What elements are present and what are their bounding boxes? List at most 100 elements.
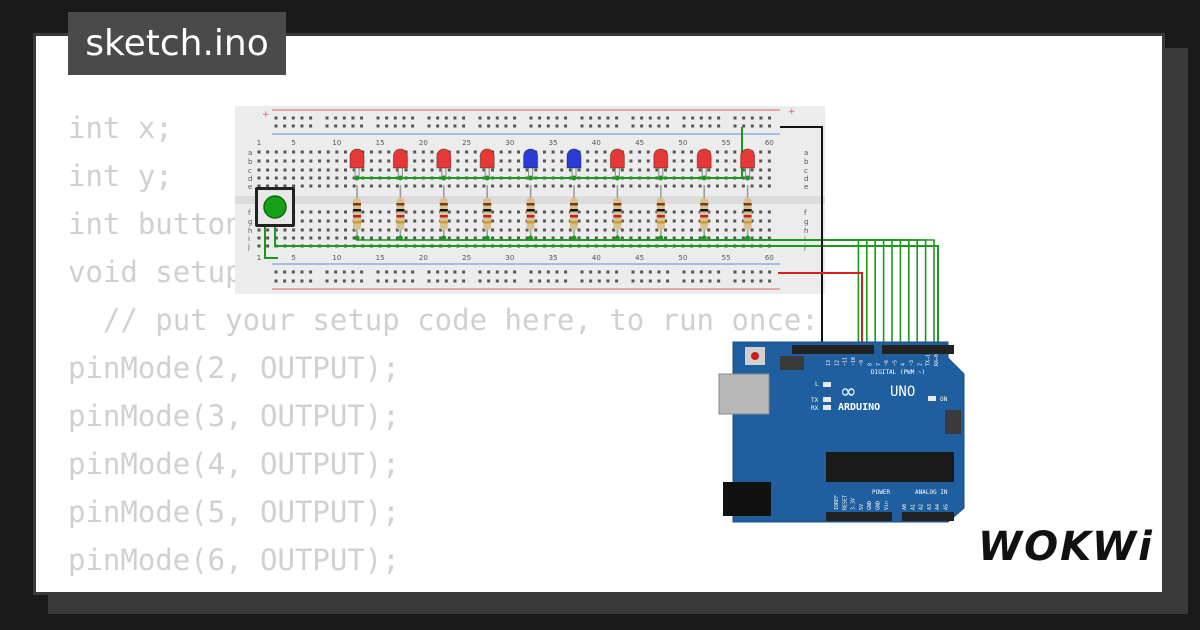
blue-led [566,148,582,169]
row-letter: f [248,209,251,217]
arduino-logo-icon: ∞ [840,379,857,403]
gnd-wire [780,126,823,348]
digital-pin-label: 12 [834,360,840,366]
row-letter: e [804,183,808,191]
power-pin-label: 5V [859,504,865,510]
column-number: 60 [765,254,774,262]
resistor [656,198,665,230]
digital-pin-label: 4 [901,363,907,366]
digital-pin-label: 13 [826,360,832,366]
resistor [353,198,361,230]
column-number: 10 [332,254,341,262]
row-letter: e [248,183,252,191]
row-letter: h [248,227,252,235]
button-wire [274,210,939,348]
pushbutton[interactable] [255,187,295,227]
red-led [392,148,408,169]
column-number: 20 [419,139,428,147]
button-ground-wire [264,222,278,259]
reset-button-cap[interactable] [751,352,759,360]
column-number: 35 [549,139,558,147]
blue-led [523,148,539,169]
row-letter: c [248,167,252,175]
resistor [439,198,448,230]
l-led [823,382,831,387]
column-number: 45 [635,139,644,147]
rail-plus-label: + [262,110,270,120]
components [349,148,756,241]
resistor [570,198,578,230]
resistor [613,198,622,230]
sketch-title: sketch.ino [68,12,286,75]
resistor [743,198,752,230]
red-led [349,148,365,169]
power-pin-label: RESET [842,495,848,510]
analog-pin-label: A1 [910,504,916,510]
row-letter: i [248,235,250,243]
digital-label: DIGITAL (PWM ~) [871,369,925,376]
red-led [479,148,495,169]
column-number: 15 [376,254,385,262]
l-label: L [815,381,819,388]
code-line: // put your setup code here, to run once… [68,303,819,337]
column-number: 50 [678,139,687,147]
red-led [740,148,756,169]
column-number: 1 [257,254,261,262]
rx-led [823,405,831,410]
digital-pin-label: ~9 [859,360,865,366]
row-letter: f [804,209,807,217]
column-number: 25 [462,139,471,147]
row-letter: h [804,227,808,235]
on-label: ON [940,396,948,403]
column-number: 50 [678,254,687,262]
digital-pin-label: RX←0 [934,354,940,366]
column-number: 25 [462,254,471,262]
column-number: 30 [505,254,514,262]
header-digital-right [882,345,954,354]
resistor [526,198,535,230]
column-number: 5 [291,254,295,262]
analog-pin-label: A3 [927,504,933,510]
code-line: pinMode(4, OUTPUT); [68,447,400,481]
row-letter: b [804,158,809,166]
power-pin-label: GND [876,501,882,510]
digital-pin-label: ~5 [892,360,898,366]
row-letter: d [248,175,252,183]
resistor [700,198,709,230]
row-letter: c [804,167,808,175]
column-number: 30 [505,139,514,147]
analog-pin-label: A5 [944,504,950,510]
red-led [696,148,712,169]
column-number: 45 [635,254,644,262]
digital-pin-label: 2 [917,363,923,366]
resistor [396,198,405,230]
code-line: int x; [68,111,173,145]
wokwi-logo[interactable]: WOKWi [978,524,1154,570]
digital-pin-label: TX→1 [926,354,932,366]
icsp-header [945,410,961,434]
rx-label: RX [811,405,819,412]
power-jack [723,482,771,516]
red-led [436,148,452,169]
column-number: 35 [549,254,558,262]
power-pin-label: IOREF [834,495,840,510]
on-led [928,396,936,401]
analog-pin-label: A0 [902,504,908,510]
analog-pin-label: A2 [919,504,925,510]
code-line: int y; [68,159,173,193]
row-letter: a [804,149,808,157]
column-number: 40 [592,139,601,147]
digital-pin-label: ~6 [884,360,890,366]
arduino-brand: ARDUINO [838,402,880,413]
red-led [609,148,625,169]
column-number: 40 [592,254,601,262]
column-number: 15 [376,139,385,147]
code-line: pinMode(6, OUTPUT); [68,543,400,577]
pushbutton-cap[interactable] [263,195,287,219]
column-number: 10 [332,139,341,147]
row-letter: g [804,218,808,226]
resistor [483,198,492,230]
red-led [653,148,669,169]
